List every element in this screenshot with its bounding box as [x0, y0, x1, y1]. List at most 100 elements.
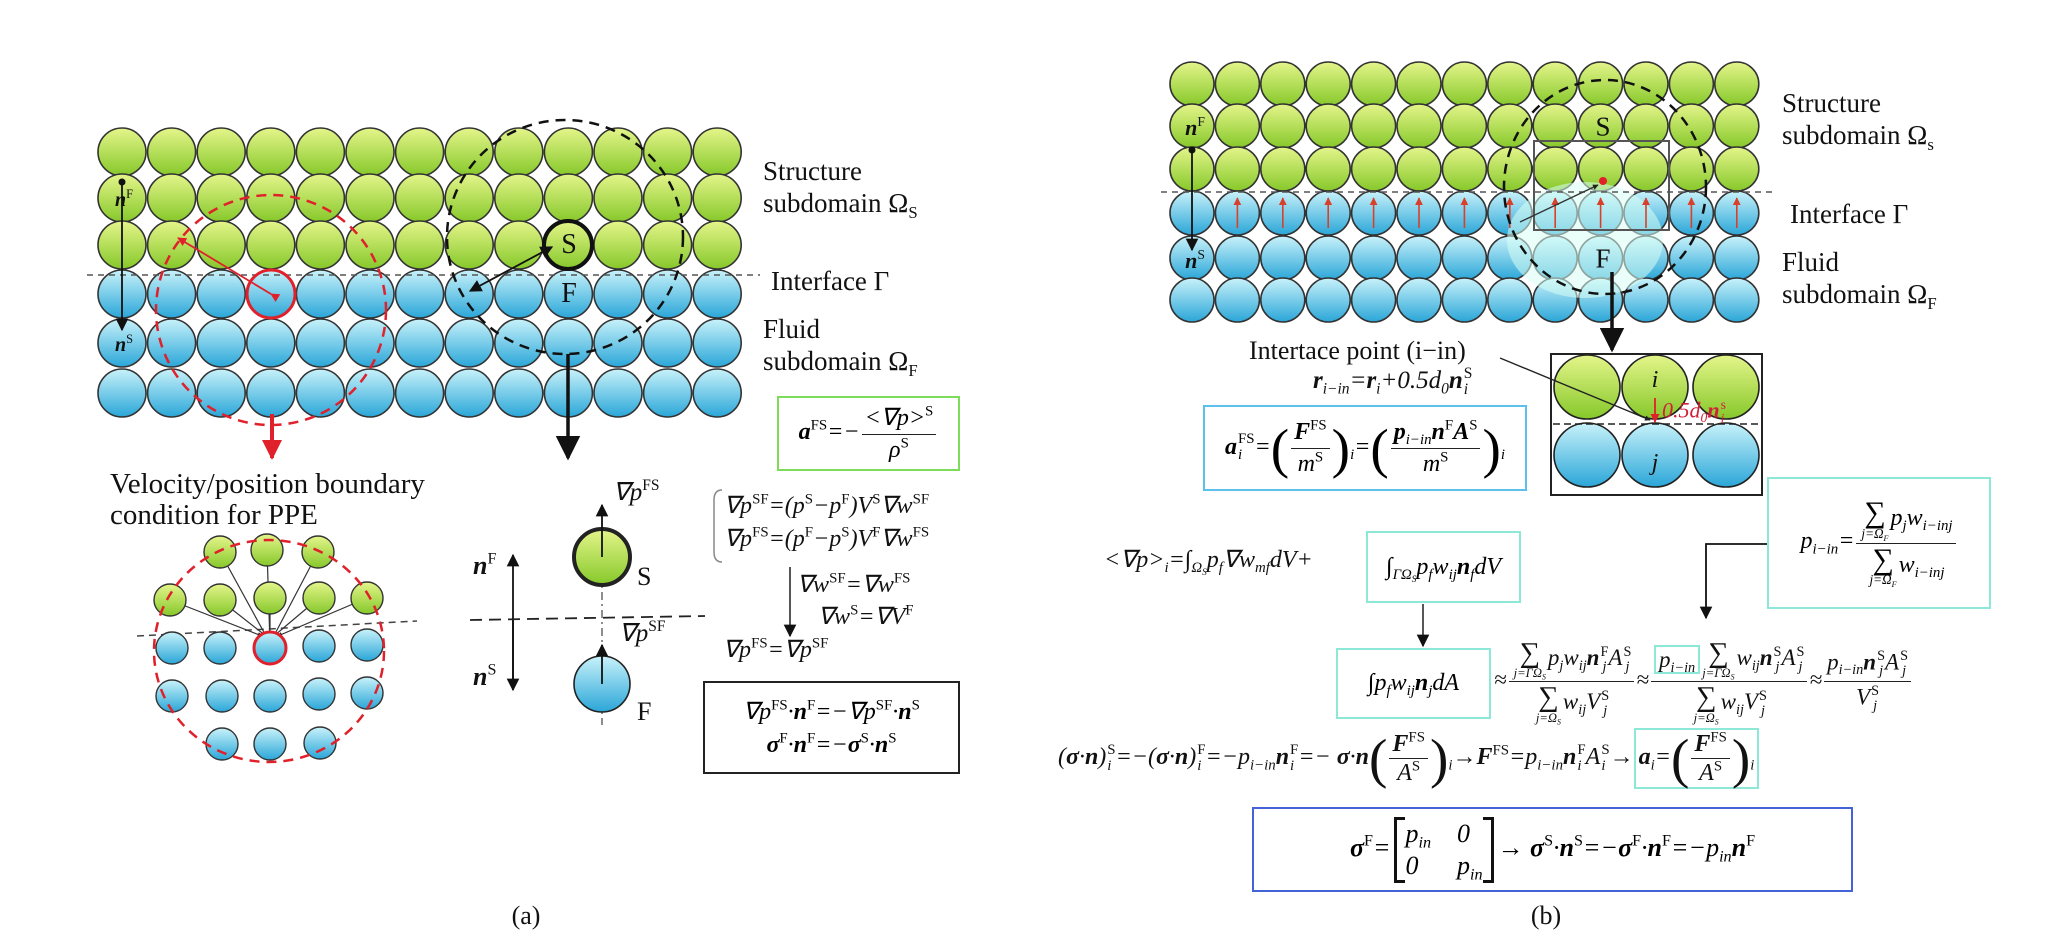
fluid-particle — [245, 318, 296, 368]
solid-particle — [1668, 61, 1715, 107]
solid-particle — [1350, 146, 1397, 192]
solid-particle — [1441, 103, 1488, 149]
fluid-particle — [1169, 277, 1215, 323]
solid-particle — [1350, 103, 1397, 149]
fluid-particle — [1714, 277, 1760, 323]
solid-particle — [345, 173, 395, 223]
fluid-particle — [493, 269, 544, 319]
solid-particle — [302, 581, 336, 615]
pair-normal-f-label: nF — [473, 550, 497, 580]
interface-label: Interface Γ — [771, 266, 890, 296]
solid-particle — [295, 127, 346, 177]
fluid-particle — [350, 676, 384, 710]
inset-fluid-particle — [1553, 422, 1621, 488]
fluid-particle — [642, 368, 693, 418]
solid-particle — [593, 173, 643, 223]
boundary-integral-eq: ∫ΓΩSpfwijnfdV — [1386, 553, 1501, 584]
solid-particle — [295, 220, 346, 270]
grad-fs-label: ∇pFS — [613, 476, 660, 506]
fluid-particle — [692, 269, 743, 319]
interface-point-pointer — [1499, 357, 1651, 421]
area-integral-box: ∫pfwijnjdA — [1336, 648, 1491, 719]
solid-particle — [295, 173, 346, 223]
solid-particle — [642, 127, 693, 177]
fluid-particle — [593, 368, 643, 418]
solid-particle — [1487, 61, 1533, 107]
solid-particle — [493, 127, 544, 177]
pressure-gradient-eq-sf: ∇pSF=(pS−pF)VS∇wSF — [724, 491, 930, 519]
fluid-particle — [692, 318, 743, 368]
fluid-particle — [493, 368, 544, 418]
solid-particle — [146, 173, 197, 223]
ppe-caption-line1: Velocity/position boundary — [110, 468, 425, 500]
fluid-particle — [245, 368, 296, 418]
caption-b: (b) — [1530, 901, 1562, 930]
solid-particle — [1714, 103, 1760, 149]
fluid-particle — [196, 269, 246, 319]
ppe-support-circle — [152, 538, 386, 764]
solid-particle — [692, 127, 743, 177]
interface-window-rect — [1533, 140, 1670, 231]
b-normal-f-label: nF — [1185, 114, 1205, 140]
solid-particle — [593, 127, 643, 177]
solid-particle — [493, 173, 544, 223]
solid-particle — [1441, 61, 1488, 107]
b-normal-s-label: nS — [1185, 247, 1205, 273]
solid-particle — [1305, 103, 1351, 149]
solid-particle — [444, 220, 495, 270]
solid-particle — [1214, 61, 1261, 107]
solid-particle — [1396, 103, 1442, 149]
fluid-particle — [205, 727, 239, 761]
fluid-particle — [155, 631, 189, 665]
solid-particle — [1305, 61, 1351, 107]
solid-particle — [1623, 146, 1669, 192]
ppe-caption-line2: condition for PPE — [110, 499, 318, 531]
solid-particle — [1305, 146, 1351, 192]
solid-particle — [196, 220, 246, 270]
fluid-particle — [196, 318, 246, 368]
fluid-particle — [593, 269, 643, 319]
fluid-particle — [493, 318, 544, 368]
summation: ∑j=ΩS — [1535, 681, 1561, 727]
pair-normal-s-label: nS — [473, 661, 497, 691]
fluid-particle — [593, 318, 643, 368]
fluid-particle — [146, 368, 197, 418]
solid-particle — [1214, 146, 1261, 192]
fluid-particle — [253, 727, 287, 761]
solid-particle — [1169, 61, 1215, 107]
kernel-gradient-eq: ∇wSF=∇wFS — [797, 570, 911, 598]
inset-fluid-particle — [1692, 422, 1760, 488]
support-radius-arrow — [177, 237, 281, 303]
fluid-particle — [1396, 277, 1442, 323]
solid-particle — [245, 220, 296, 270]
b-fluid-label: Fluid — [1782, 247, 1840, 277]
particle-f-label: F — [561, 278, 577, 309]
kernel-volume-eq: ∇wS=∇VF — [818, 602, 914, 630]
particle-s-label: S — [561, 229, 577, 260]
gradient-operator-eq: <∇p>i=∫ΩSpf∇wmfdV+ — [1104, 547, 1313, 578]
particle-grid-b — [1169, 61, 1760, 323]
fluid-particle — [97, 368, 147, 418]
summation: ∑j=ΓΩS — [1513, 637, 1546, 683]
particle-grid-a — [97, 127, 743, 418]
solid-particle — [444, 127, 495, 177]
structure-subdomain-label: subdomain ΩS — [763, 188, 918, 222]
fluid-particle — [1487, 277, 1533, 323]
b-particle-f-label: F — [1595, 243, 1611, 274]
solid-particle — [444, 173, 495, 223]
solid-particle — [493, 220, 544, 270]
solid-particle — [543, 127, 594, 177]
solid-particle — [301, 535, 335, 569]
inset-solid-particle — [1692, 354, 1760, 420]
fluid-particle — [394, 368, 445, 418]
